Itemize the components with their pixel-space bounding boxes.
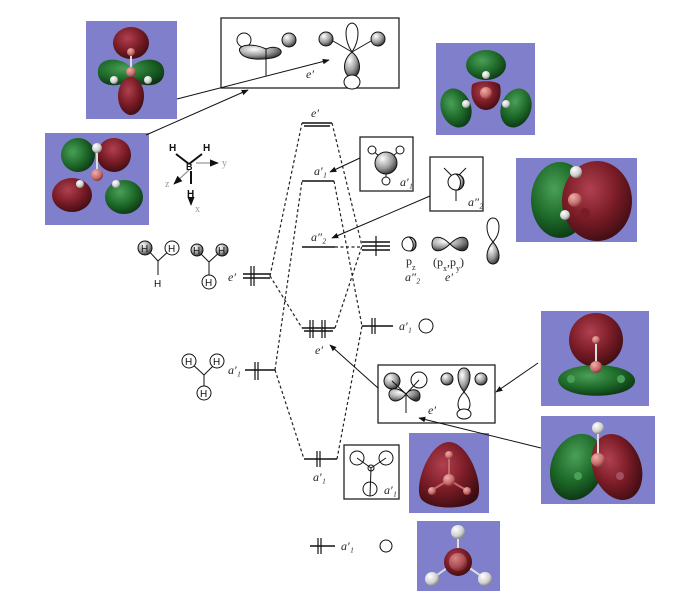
axis-x-label: x xyxy=(195,204,200,215)
left-fragment: e′ a′₁ H H H H H H xyxy=(137,240,275,401)
mo-render-e-prime-antibonding-1 xyxy=(86,21,177,119)
box-e-prime-bonding-label: e′ xyxy=(428,403,436,417)
svg-text:H: H xyxy=(213,357,220,368)
mo-render-a1-prime-antibonding xyxy=(436,43,535,135)
box-e-prime-bonding: e′ xyxy=(377,364,496,424)
right-fragment: pz a″₂ (px,py) e′ a′₁ a′₁ xyxy=(310,217,500,554)
axis-z-label: z xyxy=(165,179,170,190)
svg-text:H: H xyxy=(193,246,200,257)
level-a1-prime-bonding-label: a′₁ xyxy=(313,470,326,484)
mo-render-e-prime-bonding-2 xyxy=(541,416,655,504)
axes-h-3: H xyxy=(187,189,194,200)
h3-salc-e-prime-2: H H H xyxy=(190,243,229,290)
svg-text:H: H xyxy=(205,278,212,289)
box-a2-double-prime-label: a″₂ xyxy=(468,195,483,209)
box-a1-prime-antibonding-label: a′₁ xyxy=(400,175,413,189)
mo-render-a2-double-prime xyxy=(516,158,637,242)
arrow-e-prime-2 xyxy=(145,89,249,136)
box-top-e-prime: e′ xyxy=(220,17,400,90)
svg-text:H: H xyxy=(168,244,175,255)
level-e-prime-bonding-label: e′ xyxy=(315,343,323,357)
svg-text:H: H xyxy=(218,246,225,257)
arrow-a1-prime-antibonding xyxy=(329,157,361,173)
left-a1-prime-label: a′₁ xyxy=(228,363,241,377)
arrow-e-prime-bonding-2 xyxy=(418,416,542,449)
level-e-prime-antibonding-label: e′ xyxy=(311,106,319,120)
pz-label: pz xyxy=(406,254,416,272)
mo-render-e-prime-bonding-1 xyxy=(541,311,649,406)
box-a1-prime-bonding: a′₁ xyxy=(343,444,400,500)
mo-render-boron-1s xyxy=(417,521,500,591)
box-a1-prime-bonding-label: a′₁ xyxy=(384,483,397,497)
h3-salc-a1-prime: H H H xyxy=(181,353,225,401)
b-1s-label: a′₁ xyxy=(341,539,354,553)
svg-text:H: H xyxy=(200,389,207,400)
left-e-prime-label: e′ xyxy=(228,270,236,284)
svg-text:H: H xyxy=(154,279,161,290)
axes-inset: H H B H y z x xyxy=(165,143,227,215)
box-top-e-prime-label: e′ xyxy=(306,67,314,81)
level-a1-prime-antibonding-label: a′₁ xyxy=(314,164,327,178)
pz-symmetry-label: a″₂ xyxy=(405,270,420,284)
axes-h-1: H xyxy=(169,143,176,154)
arrow-e-prime-1 xyxy=(176,58,330,100)
svg-text:H: H xyxy=(141,244,148,255)
h3-salc-e-prime-1: H H H xyxy=(137,240,180,290)
arrow-e-prime-bonding-1 xyxy=(495,362,539,393)
level-a2-double-prime-label: a″₂ xyxy=(311,230,326,244)
mo-render-e-prime-antibonding-2 xyxy=(45,133,149,225)
pxpy-symmetry-label: e′ xyxy=(445,270,453,284)
axes-h-2: H xyxy=(203,143,210,154)
correlation-lines xyxy=(269,122,363,460)
axis-y-label: y xyxy=(222,158,227,169)
arrow-a2-double-prime xyxy=(331,195,431,239)
mo-levels: e′ a′₁ a″₂ e′ a′₁ xyxy=(302,106,337,484)
arrow-e-prime-bonding-box xyxy=(329,344,379,389)
box-a2-double-prime: a″₂ xyxy=(429,156,484,212)
axes-b: B xyxy=(186,162,193,172)
box-a1-prime-antibonding: a′₁ xyxy=(359,136,414,192)
b-2s-label: a′₁ xyxy=(399,319,412,333)
mo-render-a1-prime-bonding xyxy=(409,433,489,513)
svg-text:H: H xyxy=(185,357,192,368)
